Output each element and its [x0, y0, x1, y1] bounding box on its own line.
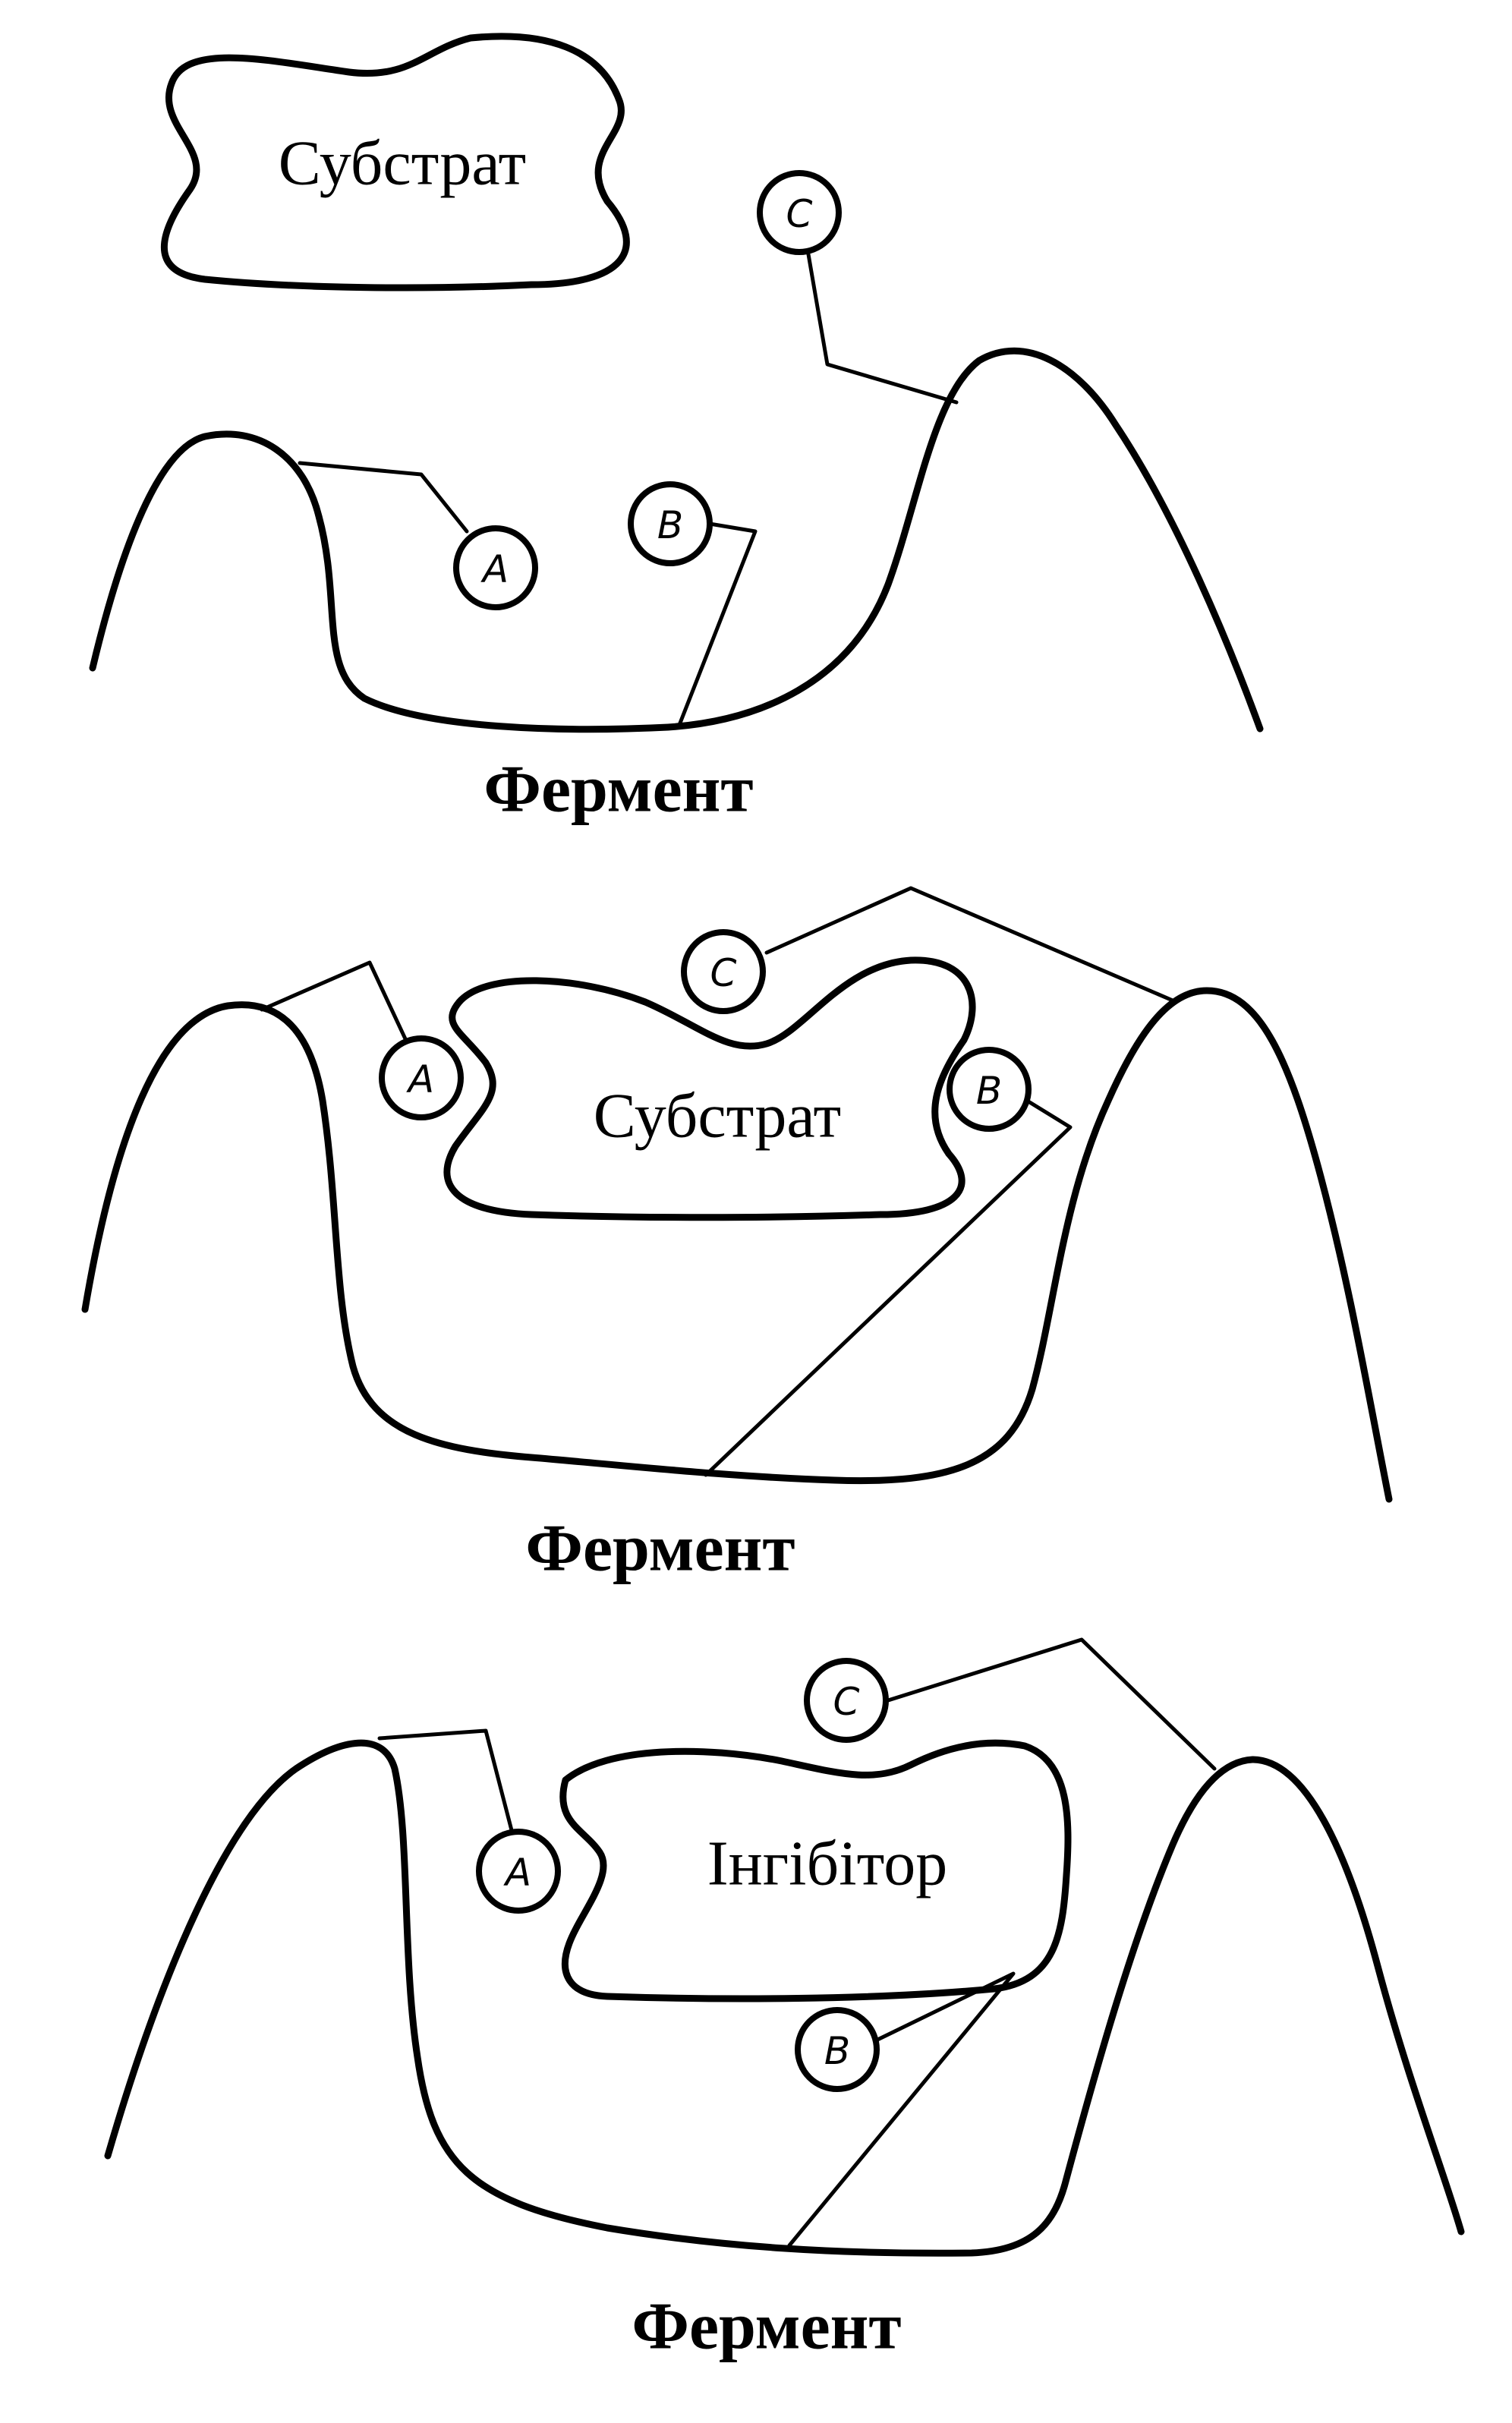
- panel-2-site-a-letter: A: [406, 1057, 434, 1101]
- panel-1-site-b-letter: B: [657, 503, 683, 547]
- panel-3-enzyme-shape: [104, 1739, 1465, 2257]
- panel-2-site-b-circle: [947, 1047, 1032, 1132]
- panel-3-site-b-letter: B: [824, 2029, 850, 2073]
- panel-2-site-a-leader: [260, 960, 410, 1046]
- panel-3-enzyme-inhibitor-complex: Інгібітор A B C Фермент: [104, 1637, 1465, 2364]
- panel-2-substrate-shape: [443, 956, 976, 1221]
- panel-3-inhibitor-label: Інгібітор: [707, 1829, 947, 1899]
- panel-1-enzyme-shape: [89, 347, 1264, 733]
- panel-1-site-b-leader: [677, 521, 758, 727]
- panel-2-site-c-circle: [681, 929, 766, 1014]
- panel-1-substrate-label: Субстрат: [279, 128, 526, 199]
- panel-3-enzyme-label: Фермент: [632, 2290, 901, 2364]
- panel-1-free-substrate: Субстрат A B C Фермент: [89, 33, 1264, 827]
- panel-1-substrate-shape: [160, 33, 630, 291]
- panel-2-site-c-leader: [764, 886, 1175, 1003]
- panel-1-site-a-letter: A: [480, 547, 509, 591]
- panel-2-site-a-circle: [379, 1035, 464, 1120]
- panel-3-site-b-leader: [787, 1971, 1016, 2248]
- panel-2-site-b-letter: B: [976, 1069, 1002, 1113]
- panel-2-enzyme-substrate-complex: Субстрат A B C Фермент: [81, 886, 1393, 1586]
- panel-2-enzyme-shape: [81, 987, 1393, 1503]
- panel-3-site-a-circle: [476, 1829, 561, 1914]
- panel-1-site-c-letter: C: [786, 192, 813, 236]
- panel-2-substrate-label: Субстрат: [594, 1081, 841, 1152]
- panel-3-inhibitor-shape: [559, 1739, 1072, 2002]
- panel-1-site-c-leader: [806, 252, 959, 405]
- panel-3-site-a-letter: A: [503, 1851, 531, 1895]
- panel-3-site-c-letter: C: [833, 1680, 860, 1724]
- panel-1-site-a-leader: [298, 461, 469, 534]
- panel-3-site-b-circle: [795, 2007, 880, 2092]
- panel-1-site-a-circle: [453, 525, 538, 610]
- panel-2-site-b-leader: [704, 1095, 1073, 1477]
- panel-2-enzyme-label: Фермент: [525, 1512, 795, 1586]
- panel-1-site-b-circle: [628, 481, 713, 566]
- panel-2-site-c-letter: C: [710, 951, 737, 995]
- panel-3-site-c-circle: [804, 1658, 889, 1743]
- panel-1-enzyme-label: Фермент: [484, 753, 753, 827]
- panel-3-site-a-leader: [377, 1728, 515, 1835]
- panel-1-site-c-circle: [757, 170, 842, 255]
- panel-3-site-c-leader: [886, 1637, 1217, 1771]
